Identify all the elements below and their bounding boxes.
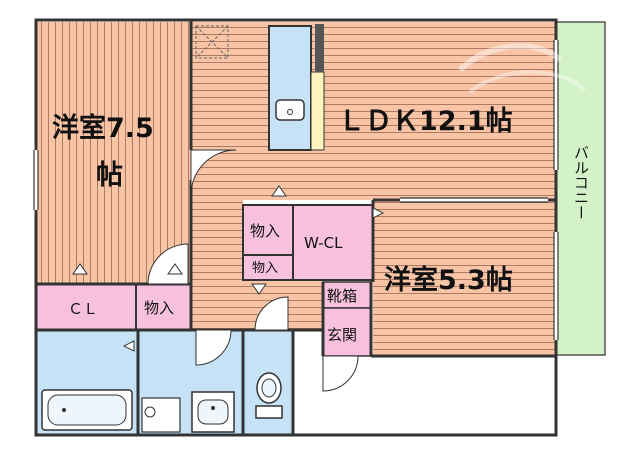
washing-machine-icon xyxy=(141,397,181,433)
toilet-icon xyxy=(255,372,283,419)
hallway-floor xyxy=(191,200,243,330)
windows xyxy=(33,40,559,340)
ldk-floor xyxy=(191,22,556,200)
western-room-1-label-line1: 洋室7.5 xyxy=(52,112,154,144)
western-room-1-label-line2: 帖 xyxy=(96,160,123,191)
shoe-box xyxy=(322,281,372,309)
western-room-2-label: 洋室5.3帖 xyxy=(384,264,513,296)
western-room-1-floor xyxy=(36,22,191,284)
storage-left-label: 物入 xyxy=(144,299,174,317)
ventilation-icon xyxy=(195,25,229,59)
western-room-2-floor xyxy=(373,200,556,355)
door-swings xyxy=(147,149,359,392)
balcony-label: バルコニー xyxy=(572,145,590,220)
ldk-label: ＬＤＫ12.1帖 xyxy=(338,106,513,137)
entrance-label: 玄関 xyxy=(327,326,357,344)
kitchen-wall-dark xyxy=(315,24,324,72)
watermark-logo xyxy=(457,43,587,94)
balcony-area xyxy=(555,21,606,356)
kitchen-sink-icon xyxy=(275,99,305,121)
storage-lower xyxy=(242,254,294,281)
bathtub-icon xyxy=(41,389,133,431)
walk-in-closet xyxy=(292,204,374,281)
walk-in-closet-label: W-CL xyxy=(304,234,343,252)
storage-upper-label: 物入 xyxy=(250,222,280,240)
closet-label: ＣＬ xyxy=(68,300,98,318)
storage-lower-label: 物入 xyxy=(252,261,278,276)
kitchen-yellow-panel xyxy=(310,71,325,151)
shoe-box-label: 靴箱 xyxy=(327,287,357,305)
washbasin-icon xyxy=(191,391,235,433)
opening-markers xyxy=(72,185,385,352)
kitchen-counter xyxy=(268,25,312,151)
